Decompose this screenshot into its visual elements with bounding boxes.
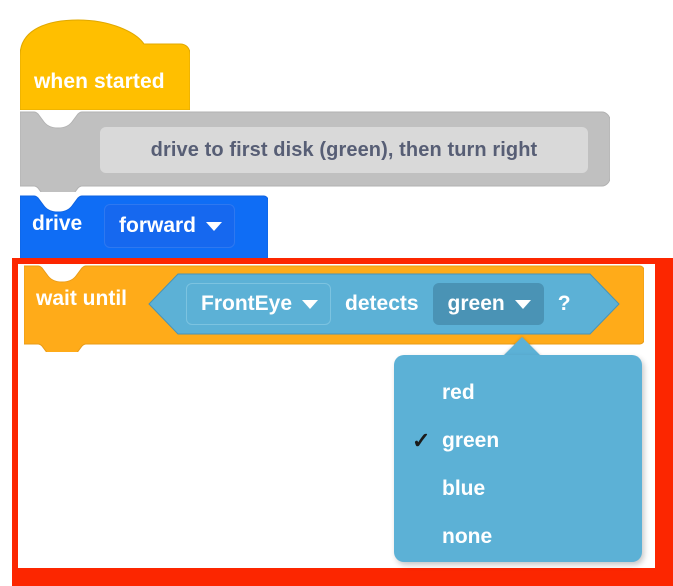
- chevron-down-icon: [302, 299, 319, 309]
- menu-item-green-label: green: [442, 429, 500, 452]
- highlight-frame-right-edge: [655, 258, 673, 586]
- when-started-shape: [20, 19, 190, 110]
- highlight-frame: [12, 258, 673, 586]
- chevron-down-icon: [514, 299, 531, 309]
- sensor-dropdown[interactable]: FrontEye: [186, 283, 332, 325]
- chevron-down-icon: [206, 221, 223, 231]
- menu-item-red[interactable]: red: [394, 369, 642, 417]
- menu-item-blue[interactable]: blue: [394, 465, 642, 513]
- drive-direction-value: forward: [119, 214, 197, 237]
- drive-label: drive: [32, 212, 83, 235]
- color-value: green: [447, 292, 505, 315]
- when-started-label: when started: [34, 70, 165, 93]
- block-wait-until[interactable]: wait until FrontEye detects green ?: [24, 262, 644, 352]
- menu-item-blue-label: blue: [442, 477, 486, 500]
- comment-text: drive to first disk (green), then turn r…: [150, 138, 538, 161]
- dropdown-menu-pointer: [502, 337, 542, 357]
- block-detects-condition[interactable]: FrontEye detects green ?: [148, 273, 620, 335]
- sensor-value: FrontEye: [201, 292, 293, 315]
- block-comment[interactable]: drive to first disk (green), then turn r…: [20, 110, 610, 192]
- drive-direction-dropdown[interactable]: forward: [104, 204, 236, 248]
- wait-until-label: wait until: [36, 287, 127, 310]
- detects-label: detects: [345, 292, 419, 315]
- highlight-frame-bottom-edge: [12, 568, 673, 586]
- menu-item-green[interactable]: ✓ green: [394, 417, 642, 465]
- check-icon-green: ✓: [412, 428, 431, 453]
- block-when-started[interactable]: when started: [20, 18, 190, 110]
- comment-text-field[interactable]: drive to first disk (green), then turn r…: [99, 126, 589, 174]
- menu-item-none-label: none: [442, 525, 493, 548]
- menu-item-none[interactable]: none: [394, 513, 642, 561]
- dropdown-menu-list: red ✓ green blue none: [394, 355, 642, 562]
- color-dropdown[interactable]: green: [432, 283, 544, 325]
- question-mark-label: ?: [557, 292, 571, 315]
- menu-item-red-label: red: [442, 381, 475, 404]
- block-drive[interactable]: drive forward: [20, 192, 268, 262]
- color-dropdown-menu[interactable]: red ✓ green blue none: [394, 355, 642, 562]
